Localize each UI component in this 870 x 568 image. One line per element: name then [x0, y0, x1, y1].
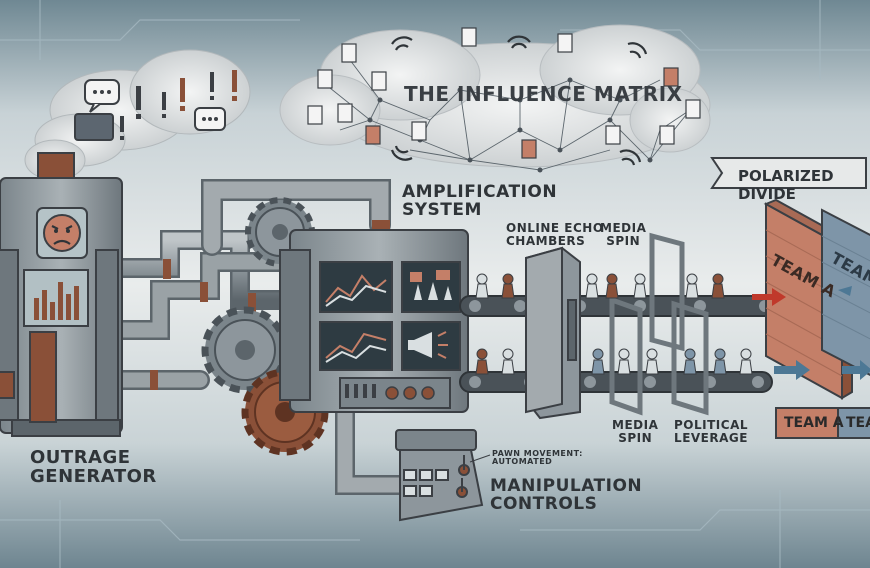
team-b-tag-box [837, 407, 870, 439]
manipulation-controls-console [395, 429, 484, 522]
team-a-tag: TEAM A [784, 415, 844, 431]
pawn-movement-label: PAWN MOVEMENT:AUTOMATED [492, 449, 583, 467]
team-a-tag-box [775, 407, 839, 439]
exclamation-icon [120, 70, 237, 140]
team-b-tag: TEA [846, 415, 870, 431]
megaphone-icon [408, 331, 448, 359]
page-title: THE INFLUENCE MATRIX [404, 82, 683, 106]
document-icon [307, 27, 701, 159]
protest-hands-icon [410, 270, 452, 300]
banner-ribbon [710, 157, 867, 189]
conveyor-belt-top [459, 295, 781, 317]
conveyor-belt-bottom [459, 371, 773, 393]
angry-face-icon [36, 207, 88, 259]
arrow-icon [752, 286, 870, 380]
polarized-divide-label: POLARIZED DIVIDE [738, 167, 834, 203]
gate-frames [609, 232, 709, 416]
pawn-icon [475, 348, 753, 375]
bar-display [34, 282, 79, 320]
pawn-icon [475, 273, 725, 299]
echo-chamber-box [525, 246, 581, 420]
pipes [100, 179, 410, 495]
wifi-signal-icon [390, 35, 648, 166]
gear-icon [201, 197, 329, 456]
